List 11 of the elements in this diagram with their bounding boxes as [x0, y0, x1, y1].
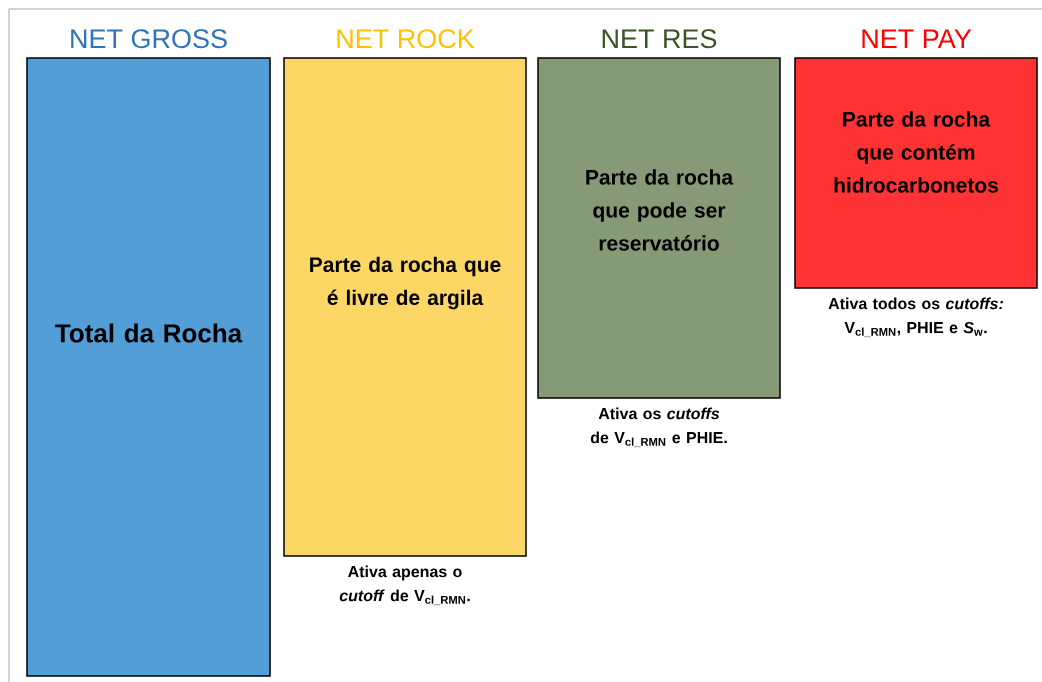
block-heading: NET PAY — [862, 29, 972, 48]
block-box: Parte da rocha que contém hidrocarbonetos — [794, 57, 1038, 289]
block-box: Total da Rocha — [26, 57, 271, 677]
block-heading: NET GROSS — [71, 29, 227, 49]
block-caption: Ativa todos os cutoffs: V$_{cl_RMN}$, PHIE e S$_{w}$. — [828, 297, 1004, 338]
block-caption: Ativa os cutoffs de V$_{cl_RMN}$ e PHIE. — [590, 407, 727, 448]
block-box: Parte da rocha que é livre de argila — [283, 57, 527, 557]
block-heading: NET ROCK — [337, 29, 475, 49]
block-heading: NET RES — [602, 29, 717, 49]
block-caption: Ativa apenas o cutoff de V$_{cl_RMN}$. — [339, 565, 470, 606]
block-box: Parte da rocha que pode ser reservatório — [537, 57, 781, 399]
